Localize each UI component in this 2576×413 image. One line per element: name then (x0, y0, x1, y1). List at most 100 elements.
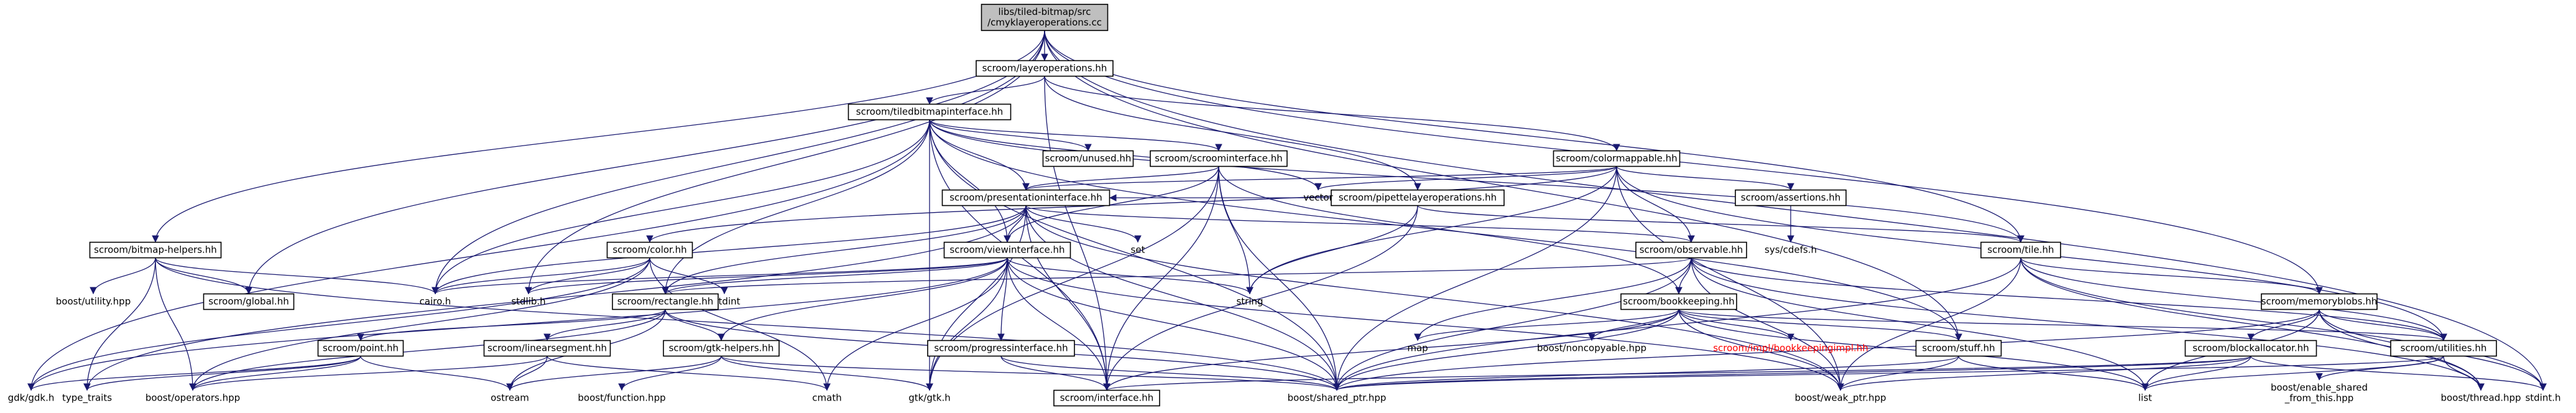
edge-scroominterface-to-viewinterface (1004, 166, 1219, 243)
node-label: boost/weak_ptr.hpp (1794, 392, 1886, 404)
node-label: boost/noncopyable.hpp (1537, 343, 1646, 354)
node-tile[interactable]: scroom/tile.hh (1980, 241, 2061, 259)
edge-gtkhelpers-to-ostream (506, 356, 722, 391)
edge-pipette-to-tile (1417, 205, 2024, 243)
node-label: vector (1303, 192, 1333, 203)
node-tiledbmp[interactable]: scroom/tiledbitmapinterface.hh (847, 103, 1012, 121)
edge-scroominterface-to-sharedptr (1218, 166, 1341, 391)
node-box-assertions (1735, 189, 1847, 206)
node-cmath: cmath (812, 392, 841, 404)
node-label: scroom/linearsegment.hh (487, 343, 607, 354)
edge-colormappable-to-assertions (1616, 165, 1794, 191)
node-boostthread: boost/thread.hpp (2440, 392, 2521, 404)
edge-presentation-to-weakptr (1025, 205, 1844, 391)
node-label: scroom/bookkeeping.hh (1623, 296, 1735, 307)
edge-tiledbmp-to-stuff (929, 119, 1962, 341)
edge-rectangle-to-boostops (189, 309, 666, 391)
node-vector: vector (1303, 192, 1333, 203)
node-box-gtkhelpers (663, 340, 780, 357)
node-blockalloc[interactable]: scroom/blockallocator.hh (2184, 340, 2317, 357)
node-layerops[interactable]: scroom/layeroperations.hh (976, 60, 1114, 77)
node-stuff[interactable]: scroom/stuff.hh (1915, 340, 2002, 357)
node-unused[interactable]: scroom/unused.hh (1042, 150, 1134, 167)
node-label: scroom/memoryblobs.hh (2261, 296, 2378, 307)
node-label: scroom/viewinterface.hh (949, 244, 1064, 256)
node-label: set (1131, 244, 1145, 256)
node-gtkhelpers[interactable]: scroom/gtk-helpers.hh (663, 340, 780, 357)
node-bookkeeping[interactable]: scroom/bookkeeping.hh (1620, 293, 1737, 310)
node-presentation[interactable]: scroom/presentationinterface.hh (941, 189, 1110, 206)
edge-progress-to-interfaceh (1000, 356, 1110, 391)
node-box-tile (1980, 241, 2061, 259)
node-gdkgdk: gdk/gdk.h (8, 392, 55, 404)
node-utilities[interactable]: scroom/utilities.hh (2390, 340, 2497, 357)
node-enableshared: boost/enable_shared_from_this.hpp (2271, 382, 2368, 404)
node-box-memoryblobs (2261, 293, 2378, 310)
edge-scroominterface-to-presentation (1022, 165, 1219, 191)
edge-layerops-to-colormappable (1044, 76, 1620, 152)
node-main[interactable]: libs/tiled-bitmap/src/cmyklayeroperation… (981, 4, 1109, 31)
edge-viewinterface-to-progress (997, 258, 1008, 341)
edge-viewinterface-to-string (1007, 258, 1253, 295)
node-observable[interactable]: scroom/observable.hh (1635, 241, 1747, 259)
edge-tiledbmp-to-cairo (432, 119, 930, 295)
edge-pipette-to-string (1246, 205, 1418, 295)
edge-colormappable-to-observable (1616, 166, 1695, 243)
node-label: boost/thread.hpp (2440, 392, 2521, 404)
edge-layerops-to-tiledbmp (926, 76, 1045, 105)
edge-bookkeeping-to-utilities (1678, 309, 2447, 341)
edge-viewinterface-to-rectangle (662, 257, 1008, 295)
node-memoryblobs[interactable]: scroom/memoryblobs.hh (2261, 293, 2378, 310)
node-scroominterface[interactable]: scroom/scroominterface.hh (1150, 150, 1288, 167)
edge-rectangle-to-gtkhelpers (665, 309, 725, 341)
node-box-point (317, 340, 404, 357)
node-box-utilities (2390, 340, 2497, 357)
node-label: scroom/assertions.hh (1741, 192, 1840, 203)
node-map: map (1407, 343, 1428, 354)
edge-observable-to-weakptr (1691, 258, 1844, 391)
edge-bitmaphelpers-to-global (155, 258, 252, 295)
edge-main-to-cairo (432, 30, 1045, 295)
edge-observable-to-sharedptr (1333, 258, 1692, 391)
edge-gtkhelpers-to-gtkgtk (721, 356, 933, 391)
edge-viewinterface-to-cairo (432, 257, 1008, 295)
node-interfaceh[interactable]: scroom/interface.hh (1053, 389, 1160, 407)
edge-point-to-boostops (189, 356, 361, 391)
edge-main-to-bitmaphelpers (152, 30, 1045, 243)
node-label: type_traits (62, 392, 112, 404)
node-rectangle[interactable]: scroom/rectangle.hh (612, 293, 719, 310)
node-global[interactable]: scroom/global.hh (203, 293, 295, 310)
edge-scroominterface-to-bookkeeping (1218, 166, 1683, 295)
node-box-presentation (941, 189, 1110, 206)
node-color[interactable]: scroom/color.hh (606, 241, 693, 259)
edge-color-to-boostops (189, 258, 650, 391)
edge-progress-to-sharedptr (1000, 355, 1341, 391)
edge-tile-to-stdinth (2020, 258, 2547, 391)
edge-presentation-to-interfaceh (1025, 205, 1110, 391)
node-linearsegment[interactable]: scroom/linearsegment.hh (483, 340, 611, 357)
node-colormappable[interactable]: scroom/colormappable.hh (1553, 150, 1681, 167)
edge-memoryblobs-to-sharedptr (1333, 309, 2320, 391)
node-label: stdint.h (2525, 392, 2560, 404)
edge-presentation-to-cairo (432, 205, 1027, 295)
node-assertions[interactable]: scroom/assertions.hh (1735, 189, 1847, 206)
node-label: scroom/interface.hh (1060, 392, 1154, 404)
node-progress[interactable]: scroom/progressinterface.hh (927, 340, 1075, 357)
node-label: map (1407, 343, 1428, 354)
node-box-global (203, 293, 295, 310)
node-label: scroom/colormappable.hh (1556, 153, 1677, 164)
node-box-stuff (1915, 340, 2002, 357)
node-pipette[interactable]: scroom/pipettelayeroperations.hh (1331, 189, 1505, 206)
node-viewinterface[interactable]: scroom/viewinterface.hh (943, 241, 1071, 259)
edge-colormappable-to-vector (1314, 165, 1617, 191)
node-bitmaphelpers[interactable]: scroom/bitmap-helpers.hh (89, 241, 222, 259)
node-label: boost/operators.hpp (145, 392, 240, 404)
edge-tile-to-sharedptr (1333, 258, 2021, 391)
node-weakptr: boost/weak_ptr.hpp (1794, 392, 1886, 404)
node-box-viewinterface (943, 241, 1071, 259)
edge-main-to-global (245, 30, 1045, 295)
node-point[interactable]: scroom/point.hh (317, 340, 404, 357)
node-label: scroom/tile.hh (1987, 244, 2054, 256)
edge-linearsegment-to-cmath (547, 356, 831, 391)
